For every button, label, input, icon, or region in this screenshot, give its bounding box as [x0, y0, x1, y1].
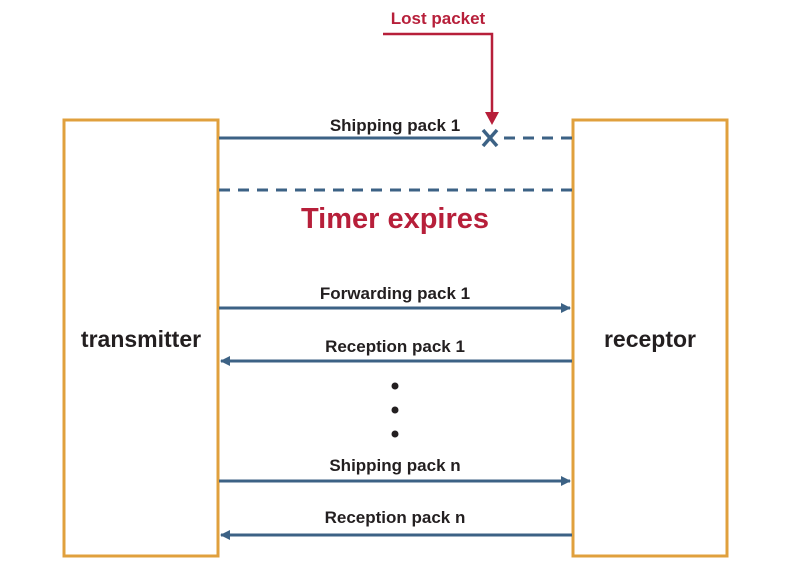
transmitter-box [62, 118, 220, 558]
transmitter-label: transmitter [81, 326, 201, 352]
cross-icon [481, 128, 499, 148]
timer-expires-label: Timer expires [301, 203, 489, 235]
message-label-3: Shipping pack n [329, 456, 460, 475]
lost-packet-pointer-head [485, 112, 499, 125]
receptor-label: receptor [604, 326, 696, 352]
message-label-2: Reception pack 1 [325, 337, 465, 356]
lost-packet-pointer [383, 32, 494, 115]
message-label-4: Reception pack n [325, 508, 466, 527]
ellipsis-dot [391, 382, 399, 390]
message-label-1: Forwarding pack 1 [320, 284, 470, 303]
receptor-box [571, 118, 729, 558]
ellipsis-dot [391, 430, 399, 438]
first-transmission-label: Shipping pack 1 [330, 116, 460, 135]
lost-packet-label: Lost packet [391, 9, 486, 28]
ellipsis-dot [391, 406, 399, 414]
ellipsis-dots [391, 382, 399, 438]
